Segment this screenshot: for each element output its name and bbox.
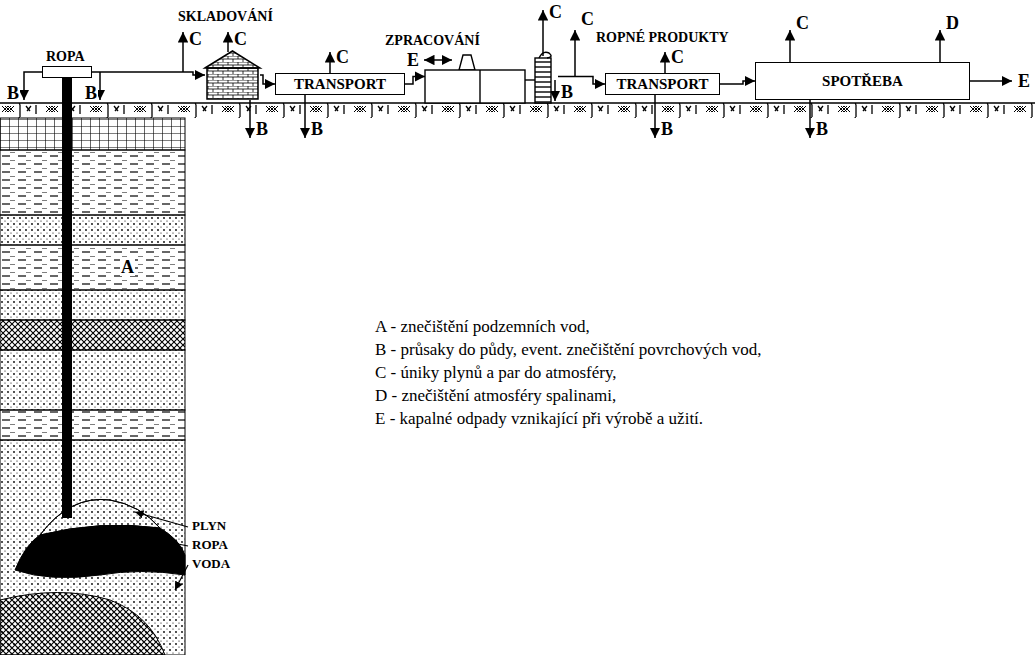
callout-letter: A (120, 258, 135, 276)
wellhead: ROPA (42, 66, 92, 78)
flow-arrow (720, 81, 755, 84)
callout-letter: C (335, 48, 350, 66)
callout-letter: C (580, 10, 595, 28)
callout-letter: B (84, 84, 98, 102)
callout-letter: C (233, 30, 248, 48)
geologic-column (0, 118, 185, 655)
layer-label: VODA (192, 557, 230, 570)
legend-text: E - kapalné odpady vznikající při výrobě… (375, 410, 703, 427)
legend-text: D - znečištění atmosféry spalinami, (375, 387, 616, 404)
refinery-outline (425, 50, 558, 103)
callout-letter: C (795, 14, 810, 32)
node-heading: SKLADOVÁNÍ (178, 9, 273, 24)
node-label: TRANSPORT (294, 76, 386, 93)
node-label: TRANSPORT (617, 76, 709, 93)
callout-letter: D (945, 14, 960, 32)
callout-letter: B (815, 120, 829, 138)
node-heading: ROPA (46, 49, 85, 64)
callout-letter: B (310, 120, 324, 138)
layer-label: ROPA (192, 538, 228, 551)
storage-building-outline (205, 50, 260, 100)
callout-letter: B (560, 83, 574, 101)
refinery: ZPRACOVÁNÍ (425, 50, 558, 103)
ground (0, 103, 1035, 118)
callout-letter: B (660, 120, 674, 138)
legend-text: C - úniky plynů a par do atmosféry, (375, 364, 617, 381)
flow-arrow (405, 77, 425, 85)
process-box: TRANSPORT (275, 73, 405, 95)
emission-arrows (24, 10, 1012, 138)
process-box: SPOTŘEBA (755, 62, 970, 100)
legend-text: B - průsaky do půdy, event. znečištění p… (375, 341, 762, 358)
process-box: TRANSPORT (605, 73, 720, 95)
edge-label: ROPNÉ PRODUKTY (596, 30, 729, 45)
callout-letter: E (406, 51, 420, 69)
storage-building: SKLADOVÁNÍ (205, 50, 260, 100)
flow-arrow (260, 75, 275, 84)
flow-arrow (92, 72, 205, 75)
callout-letter: C (670, 48, 685, 66)
callout-letter: B (255, 120, 269, 138)
layer-label: PLYN (192, 519, 226, 532)
well-bore (62, 78, 72, 518)
callout-letter: E (1017, 72, 1031, 90)
callout-letter: B (6, 84, 20, 102)
callout-letter: C (188, 30, 203, 48)
node-heading: ZPRACOVÁNÍ (385, 33, 480, 48)
callout-letter: C (548, 3, 563, 21)
leader-lines (135, 512, 188, 590)
node-label: SPOTŘEBA (822, 73, 903, 90)
legend-text: A - znečištění podzemních vod, (375, 318, 590, 335)
